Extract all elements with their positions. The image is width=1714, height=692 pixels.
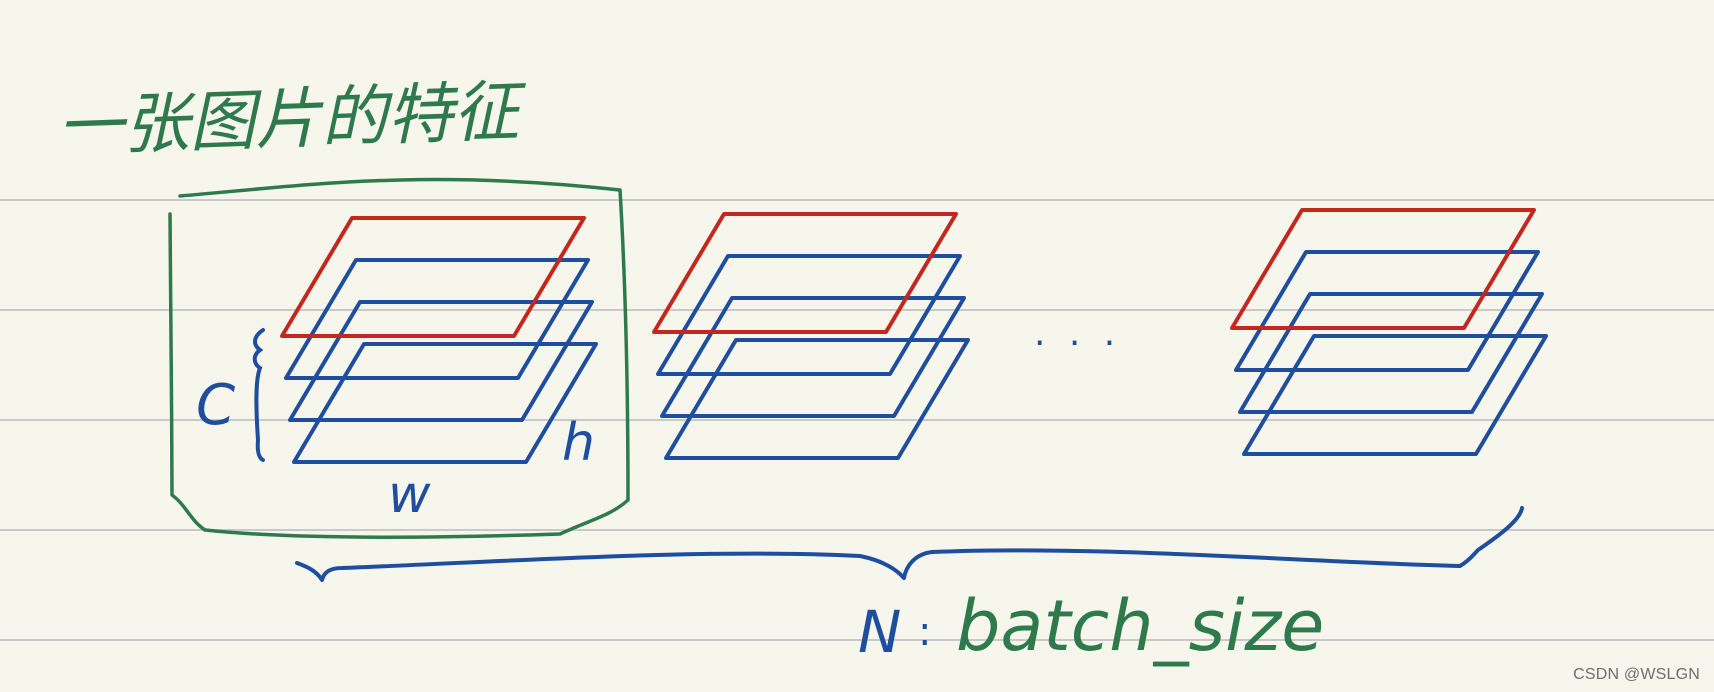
feature-map-stack (280, 216, 598, 464)
ruled-lines (0, 199, 1714, 641)
channel-plane (660, 296, 966, 418)
top-channel-plane (1230, 208, 1536, 330)
channel-plane (284, 258, 590, 380)
channel-brace (252, 328, 265, 462)
batch-size-label: batch_size (956, 585, 1324, 667)
watermark: CSDN @WSLGN (1573, 666, 1700, 683)
sample-group-box (168, 177, 630, 540)
top-channel-plane (652, 212, 958, 334)
channels-label: C (196, 373, 235, 438)
feature-map-stack (652, 212, 970, 460)
feature-map-stack (1230, 208, 1548, 456)
feature-map-stacks (280, 208, 1548, 464)
channel-plane (664, 338, 970, 460)
height-label: h (562, 413, 595, 473)
title-text: 一张图片的特征 (56, 73, 528, 166)
channel-plane (1234, 250, 1540, 372)
batch-separator: : (918, 609, 931, 655)
batch-n-label: N (858, 598, 901, 666)
channel-plane (292, 342, 598, 464)
channel-plane (288, 300, 594, 422)
batch-brace (295, 506, 1524, 582)
width-label: w (388, 465, 431, 525)
top-channel-plane (280, 216, 586, 338)
channel-plane (1238, 292, 1544, 414)
channel-plane (1242, 334, 1548, 456)
channel-plane (656, 254, 962, 376)
ellipsis-label: . . . (1034, 313, 1121, 354)
